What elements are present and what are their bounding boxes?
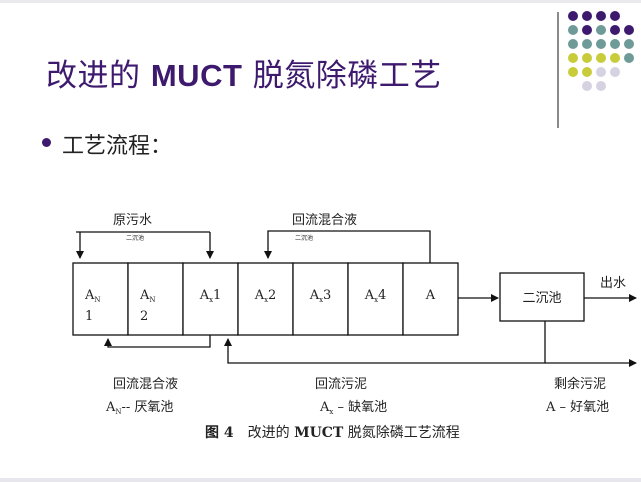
legend-ax-sub: x	[329, 408, 333, 416]
legend-anoxic: Ax – 缺氧池	[319, 400, 387, 416]
tank-label-number: 2	[268, 288, 276, 303]
slide-title: 改进的 MUCT 脱氮除磷工艺	[46, 50, 442, 95]
tank-label-main: A	[309, 288, 320, 303]
tank-label-sub: N	[94, 296, 100, 304]
decorative-dot	[596, 81, 606, 91]
tank-label-number: 1	[213, 288, 221, 303]
bullet-dot	[42, 138, 51, 147]
decorative-dot	[624, 25, 634, 35]
caption-pre: 改进的	[248, 425, 294, 441]
tank-box	[292, 262, 349, 336]
bottom-frame-line	[0, 478, 641, 482]
tank-label-main: A	[199, 288, 210, 303]
decorative-dot	[568, 11, 578, 21]
tank-label-main: A	[425, 288, 436, 303]
decorative-dot	[568, 39, 578, 49]
legend-ax-main: A	[319, 400, 330, 415]
tank-box	[127, 262, 184, 336]
tank-label: Ax2	[254, 288, 277, 304]
outlet-label: 出水	[600, 276, 626, 291]
decorative-dot	[596, 53, 606, 63]
decorative-dot	[610, 11, 620, 21]
tank-label: AN	[84, 288, 101, 304]
decorative-dot	[610, 67, 620, 77]
tank-label-number: 3	[323, 288, 331, 303]
label-return-mixed-top: 回流混合液	[292, 213, 357, 228]
legend-an-text: -- 厌氧池	[122, 400, 174, 415]
label-small-left: 二沉池	[126, 234, 144, 242]
tank-label-main: A	[84, 288, 95, 303]
decorative-dot	[610, 53, 620, 63]
decorative-dot	[568, 53, 578, 63]
title-prefix: 改进的	[46, 58, 151, 94]
caption-fig: 图 4	[205, 425, 234, 441]
tank-box	[72, 262, 129, 336]
decorative-dot	[610, 25, 620, 35]
tank-label: Ax1	[199, 288, 222, 304]
decorative-dot	[582, 81, 592, 91]
decorative-dot	[582, 25, 592, 35]
clarifier-box	[499, 272, 585, 322]
tank-label: AN	[139, 288, 156, 304]
tank-label-sub: x	[264, 296, 268, 304]
decorative-dot	[582, 11, 592, 21]
legend-an-sub: N	[115, 408, 121, 416]
legend-anaerobic: AN-- 厌氧池	[105, 400, 173, 416]
tank-box	[402, 262, 459, 336]
legend-ax-text: – 缺氧池	[333, 400, 387, 415]
tank-label-sub: N	[149, 296, 155, 304]
return-mixed-bottom-arrow	[104, 335, 211, 348]
decorative-dot	[568, 25, 578, 35]
decorative-dot	[596, 39, 606, 49]
title-emph: MUCT	[150, 58, 243, 93]
decorative-dot	[582, 39, 592, 49]
tank-label-sub: x	[319, 296, 323, 304]
decorative-dot-grid	[568, 11, 634, 91]
decorative-dot	[624, 39, 634, 49]
label-excess-sludge: 剩余污泥	[554, 376, 606, 392]
decorative-dot	[610, 39, 620, 49]
return-sludge-arrow	[224, 321, 546, 364]
tank-label-number: 4	[378, 288, 386, 303]
tank-label-sub: x	[209, 296, 213, 304]
clarifier-label: 二沉池	[522, 291, 561, 306]
tank-label-sub: x	[374, 296, 378, 304]
decorative-dot	[582, 53, 592, 63]
tank-label-number: 2	[140, 309, 148, 324]
decorative-dot	[596, 11, 606, 21]
tank-box	[237, 262, 294, 336]
tank-label-main: A	[139, 288, 150, 303]
return-mixed-top-arrow	[264, 230, 431, 265]
tank-label: Ax4	[364, 288, 387, 304]
tank-label-main: A	[364, 288, 375, 303]
vertical-rule	[557, 12, 559, 128]
legend-an-main: A	[105, 400, 116, 415]
tank-label-main: A	[254, 288, 265, 303]
label-return-mixed-bottom: 回流混合液	[113, 377, 178, 392]
caption-emph: MUCT	[294, 425, 344, 441]
decorative-dot	[596, 25, 606, 35]
decorative-dot	[624, 53, 634, 63]
tank-label: A	[425, 288, 436, 303]
label-return-sludge: 回流污泥	[315, 377, 367, 392]
figure-caption: 图 4 改进的 MUCT 脱氮除磷工艺流程	[205, 425, 460, 441]
tank-label: Ax3	[309, 288, 332, 304]
tank-box	[182, 262, 239, 336]
legend-aerobic: A – 好氧池	[545, 400, 609, 415]
decorative-dot	[582, 67, 592, 77]
bullet-text: 工艺流程：	[62, 134, 173, 159]
decorative-dot	[596, 67, 606, 77]
tank-label-number: 1	[85, 309, 93, 324]
decorative-dot	[568, 67, 578, 77]
label-small-right: 二沉池	[295, 234, 313, 242]
top-frame-line	[0, 0, 641, 3]
caption-post: 脱氮除磷工艺流程	[343, 425, 459, 441]
title-suffix: 脱氮除磷工艺	[242, 58, 442, 94]
label-raw-water: 原污水	[113, 213, 152, 228]
